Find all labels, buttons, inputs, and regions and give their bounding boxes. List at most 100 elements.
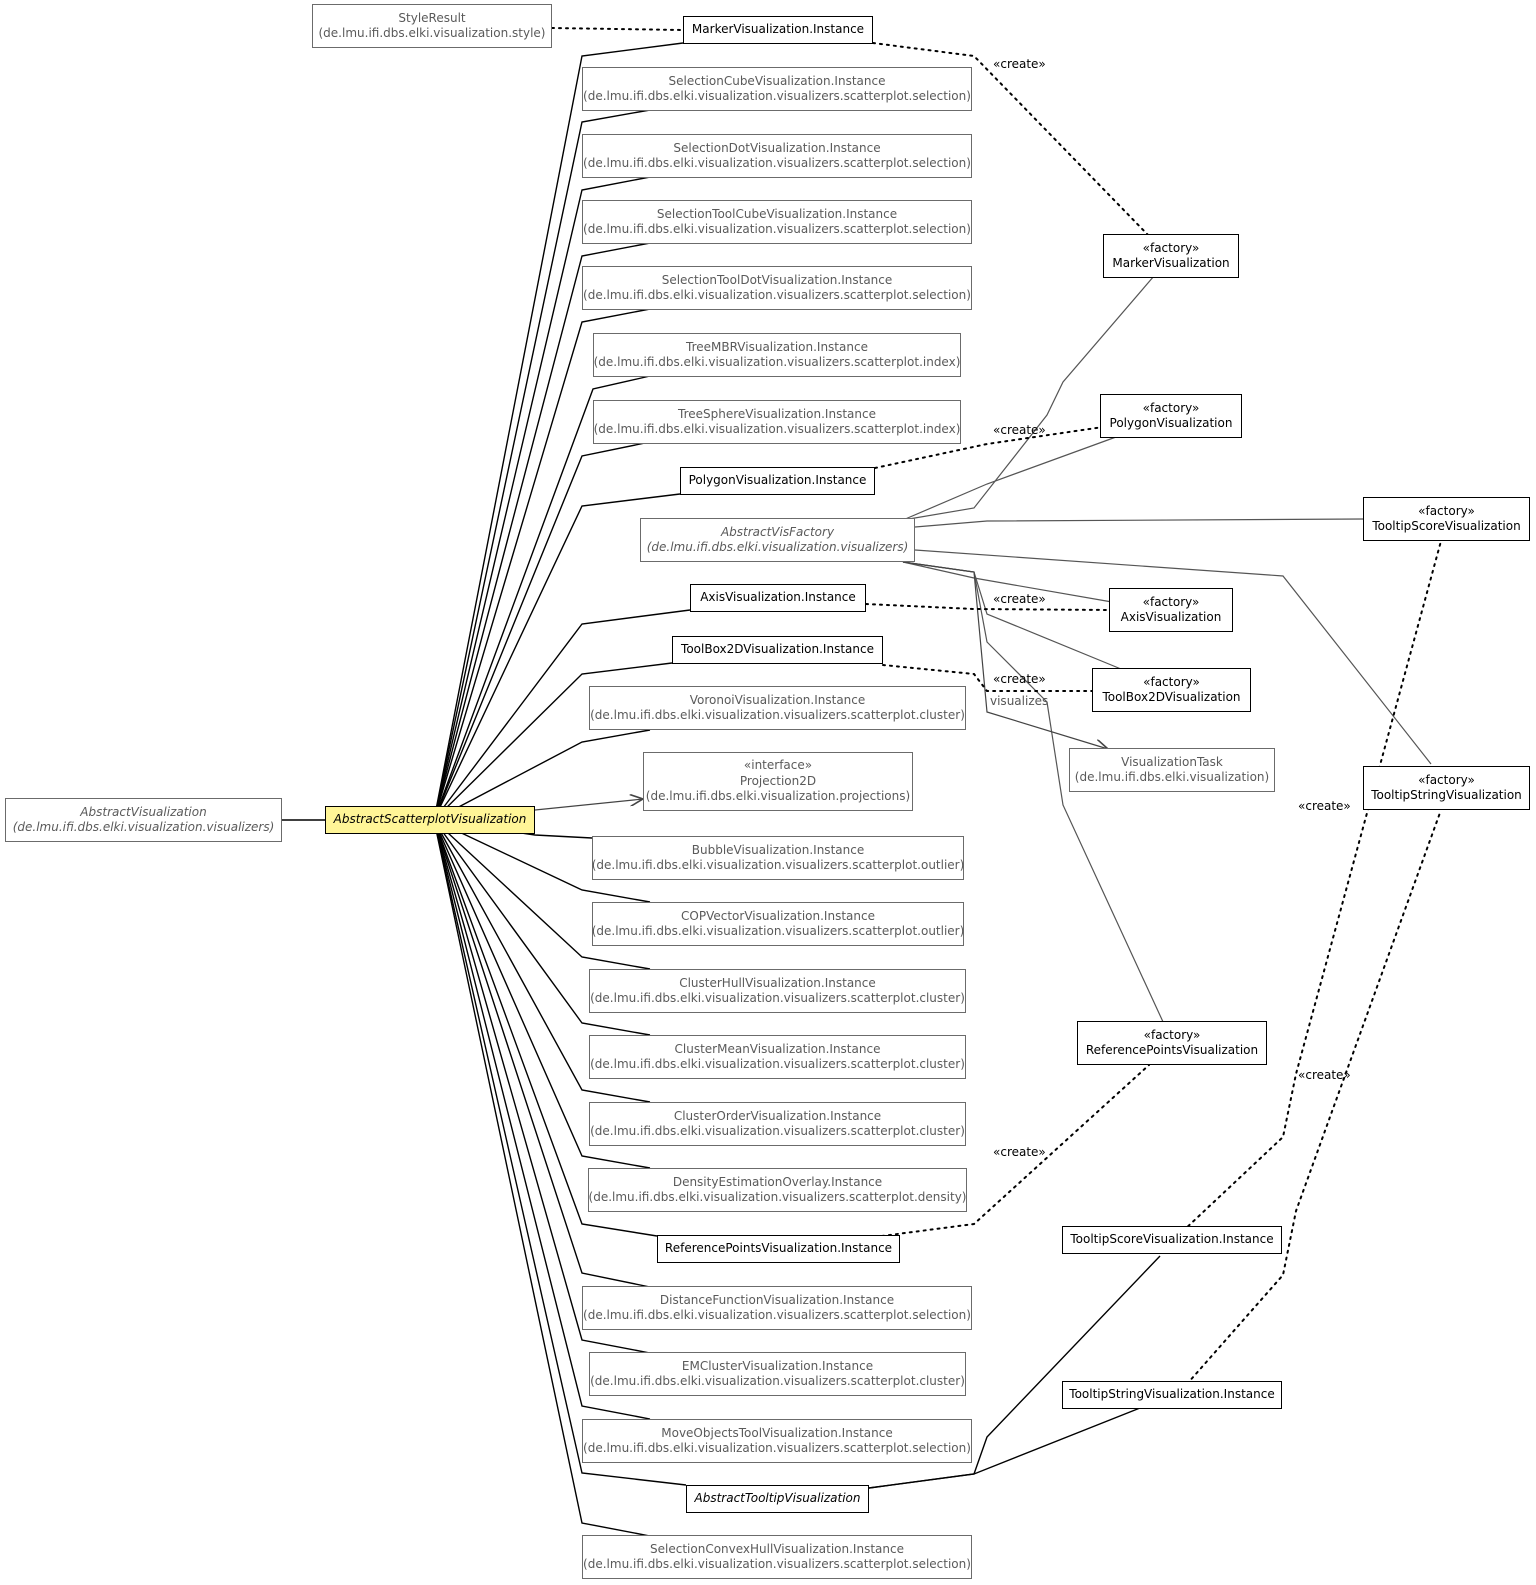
node-package: (de.lmu.ifi.dbs.elki.visualization.visua…	[583, 1441, 971, 1455]
cop-vector-node[interactable]: COPVectorVisualization.Instance (de.lmu.…	[592, 902, 964, 946]
bubble-node[interactable]: BubbleVisualization.Instance (de.lmu.ifi…	[592, 836, 964, 880]
cluster-mean-node[interactable]: ClusterMeanVisualization.Instance (de.lm…	[589, 1035, 966, 1079]
node-name: PolygonVisualization.Instance	[688, 473, 867, 488]
selection-tool-dot-node[interactable]: SelectionToolDotVisualization.Instance (…	[582, 266, 972, 310]
node-stereotype: «factory»	[1142, 400, 1200, 415]
node-stereotype: «factory»	[1143, 674, 1200, 689]
node-name: DistanceFunctionVisualization.Instance	[659, 1292, 895, 1307]
polygon-instance-node[interactable]: PolygonVisualization.Instance	[680, 467, 875, 495]
node-package: (de.lmu.ifi.dbs.elki.visualization.visua…	[593, 422, 961, 436]
node-name: MoveObjectsToolVisualization.Instance	[661, 1425, 893, 1440]
node-package: (de.lmu.ifi.dbs.elki.visualization.visua…	[646, 540, 909, 554]
node-package: (de.lmu.ifi.dbs.elki.visualization.visua…	[591, 858, 965, 872]
marker-instance-node[interactable]: MarkerVisualization.Instance	[683, 16, 873, 44]
node-name: TreeSphereVisualization.Instance	[678, 406, 876, 421]
node-name: DensityEstimationOverlay.Instance	[672, 1174, 883, 1189]
abstract-vis-factory-node[interactable]: AbstractVisFactory (de.lmu.ifi.dbs.elki.…	[640, 518, 915, 562]
node-package: (de.lmu.ifi.dbs.elki.visualization.visua…	[583, 288, 971, 302]
move-objects-node[interactable]: MoveObjectsToolVisualization.Instance (d…	[582, 1419, 972, 1463]
edge-refpoints-create	[881, 1064, 1150, 1237]
voronoi-node[interactable]: VoronoiVisualization.Instance (de.lmu.if…	[589, 686, 966, 730]
selection-dot-node[interactable]: SelectionDotVisualization.Instance (de.l…	[582, 134, 972, 178]
node-package: (de.lmu.ifi.dbs.elki.visualization)	[1074, 770, 1270, 784]
node-package: (de.lmu.ifi.dbs.elki.visualization.visua…	[583, 222, 971, 236]
node-name: ReferencePointsVisualization.Instance	[664, 1241, 893, 1256]
em-cluster-node[interactable]: EMClusterVisualization.Instance (de.lmu.…	[589, 1352, 966, 1396]
abstract-visualization-node[interactable]: AbstractVisualization (de.lmu.ifi.dbs.el…	[5, 798, 282, 842]
edge-cluster-hull-inherit	[433, 819, 651, 970]
edge-distance-function-inherit	[433, 819, 651, 1288]
edge-cop-vector-inherit	[433, 819, 651, 903]
edge-tree-sphere-inherit	[433, 441, 651, 821]
selection-tool-cube-node[interactable]: SelectionToolCubeVisualization.Instance …	[582, 200, 972, 244]
node-package: (de.lmu.ifi.dbs.elki.visualization.visua…	[583, 89, 971, 103]
create-label-tooltip-score: «create»	[1298, 799, 1351, 813]
abstract-scatterplot-node[interactable]: AbstractScatterplotVisualization	[325, 806, 535, 834]
tooltip-score-instance-node[interactable]: TooltipScoreVisualization.Instance	[1062, 1226, 1282, 1254]
cluster-hull-node[interactable]: ClusterHullVisualization.Instance (de.lm…	[589, 969, 966, 1013]
axis-instance-node[interactable]: AxisVisualization.Instance	[690, 584, 866, 612]
axis-factory-node[interactable]: «factory» AxisVisualization	[1109, 588, 1233, 632]
density-node[interactable]: DensityEstimationOverlay.Instance (de.lm…	[588, 1168, 967, 1212]
node-package: (de.lmu.ifi.dbs.elki.visualization.visua…	[590, 991, 965, 1005]
node-name: SelectionConvexHullVisualization.Instanc…	[650, 1541, 904, 1556]
edge-marker-instance-inherit	[433, 42, 684, 821]
node-name: ToolBox2DVisualization.Instance	[681, 642, 874, 657]
cluster-order-node[interactable]: ClusterOrderVisualization.Instance (de.l…	[589, 1102, 966, 1146]
edge-projection2d	[534, 799, 643, 811]
edge-cluster-mean-inherit	[433, 819, 651, 1036]
edge-polygon-instance-inherit	[433, 493, 681, 821]
node-name: AxisVisualization	[1120, 610, 1222, 624]
abstract-tooltip-node[interactable]: AbstractTooltipVisualization	[686, 1485, 869, 1513]
edge-em-cluster-inherit	[433, 819, 651, 1354]
refpoints-factory-node[interactable]: «factory» ReferencePointsVisualization	[1077, 1021, 1267, 1065]
node-stereotype: «factory»	[1418, 772, 1475, 787]
create-label-toolbox: «create»	[993, 672, 1046, 686]
node-package: (de.lmu.ifi.dbs.elki.visualization.proje…	[645, 789, 911, 804]
edge-axis-create	[865, 603, 1110, 611]
refpoints-instance-node[interactable]: ReferencePointsVisualization.Instance	[657, 1235, 900, 1263]
edge-abstract-tooltip-inherit	[433, 819, 687, 1486]
tooltip-score-factory-node[interactable]: «factory» TooltipScoreVisualization	[1363, 497, 1530, 541]
style-result-node[interactable]: StyleResult (de.lmu.ifi.dbs.elki.visuali…	[312, 4, 552, 48]
node-name: VoronoiVisualization.Instance	[689, 692, 866, 707]
marker-factory-node[interactable]: «factory» MarkerVisualization	[1103, 234, 1239, 278]
node-package: (de.lmu.ifi.dbs.elki.visualization.visua…	[590, 1374, 965, 1388]
tree-mbr-node[interactable]: TreeMBRVisualization.Instance (de.lmu.if…	[593, 333, 961, 377]
node-name: SelectionToolCubeVisualization.Instance	[656, 206, 898, 221]
inheritance-edges	[282, 42, 1161, 1537]
tooltip-string-factory-node[interactable]: «factory» TooltipStringVisualization	[1363, 766, 1530, 810]
edge-move-objects-inherit	[433, 819, 651, 1420]
edge-refpoints-instance-inherit	[433, 819, 658, 1237]
node-package: (de.lmu.ifi.dbs.elki.visualization.visua…	[590, 708, 965, 722]
edge-tree-mbr-inherit	[433, 375, 651, 821]
edge-selection-tool-dot-inherit	[433, 308, 651, 821]
node-name: ReferencePointsVisualization	[1085, 1043, 1259, 1057]
polygon-factory-node[interactable]: «factory» PolygonVisualization	[1100, 394, 1242, 438]
toolbox-factory-node[interactable]: «factory» ToolBox2DVisualization	[1092, 668, 1251, 712]
node-name: TooltipScoreVisualization	[1372, 519, 1521, 533]
factory-inheritance-edges	[902, 275, 1432, 1025]
edge-tooltip-string-inherit	[868, 1407, 1141, 1489]
create-label-refpoints: «create»	[993, 1145, 1046, 1159]
edge-cluster-order-inherit	[433, 819, 651, 1103]
visualization-task-node[interactable]: VisualizationTask (de.lmu.ifi.dbs.elki.v…	[1069, 748, 1275, 792]
node-stereotype: «factory»	[1142, 594, 1200, 609]
selection-cube-node[interactable]: SelectionCubeVisualization.Instance (de.…	[582, 67, 972, 111]
edge-style-result-dep	[551, 27, 684, 31]
projection2d-node[interactable]: «interface» Projection2D (de.lmu.ifi.dbs…	[643, 752, 913, 811]
node-name: AbstractTooltipVisualization	[694, 1491, 861, 1506]
node-package: (de.lmu.ifi.dbs.elki.visualization.visua…	[590, 1124, 965, 1138]
create-label-marker: «create»	[993, 57, 1046, 71]
edge-tooltip-score-factory-inherit	[914, 518, 1364, 528]
tree-sphere-node[interactable]: TreeSphereVisualization.Instance (de.lmu…	[593, 400, 961, 444]
edge-tooltip-string-factory-inherit	[914, 549, 1432, 765]
node-name: MarkerVisualization.Instance	[691, 22, 865, 37]
tooltip-string-instance-node[interactable]: TooltipStringVisualization.Instance	[1062, 1381, 1282, 1409]
edge-visualizes	[902, 561, 1108, 749]
node-name: ClusterMeanVisualization.Instance	[674, 1041, 881, 1056]
distance-function-node[interactable]: DistanceFunctionVisualization.Instance (…	[582, 1286, 972, 1330]
node-package: (de.lmu.ifi.dbs.elki.visualization.visua…	[588, 1190, 967, 1204]
selection-convex-hull-node[interactable]: SelectionConvexHullVisualization.Instanc…	[582, 1535, 972, 1579]
toolbox-instance-node[interactable]: ToolBox2DVisualization.Instance	[672, 636, 883, 664]
